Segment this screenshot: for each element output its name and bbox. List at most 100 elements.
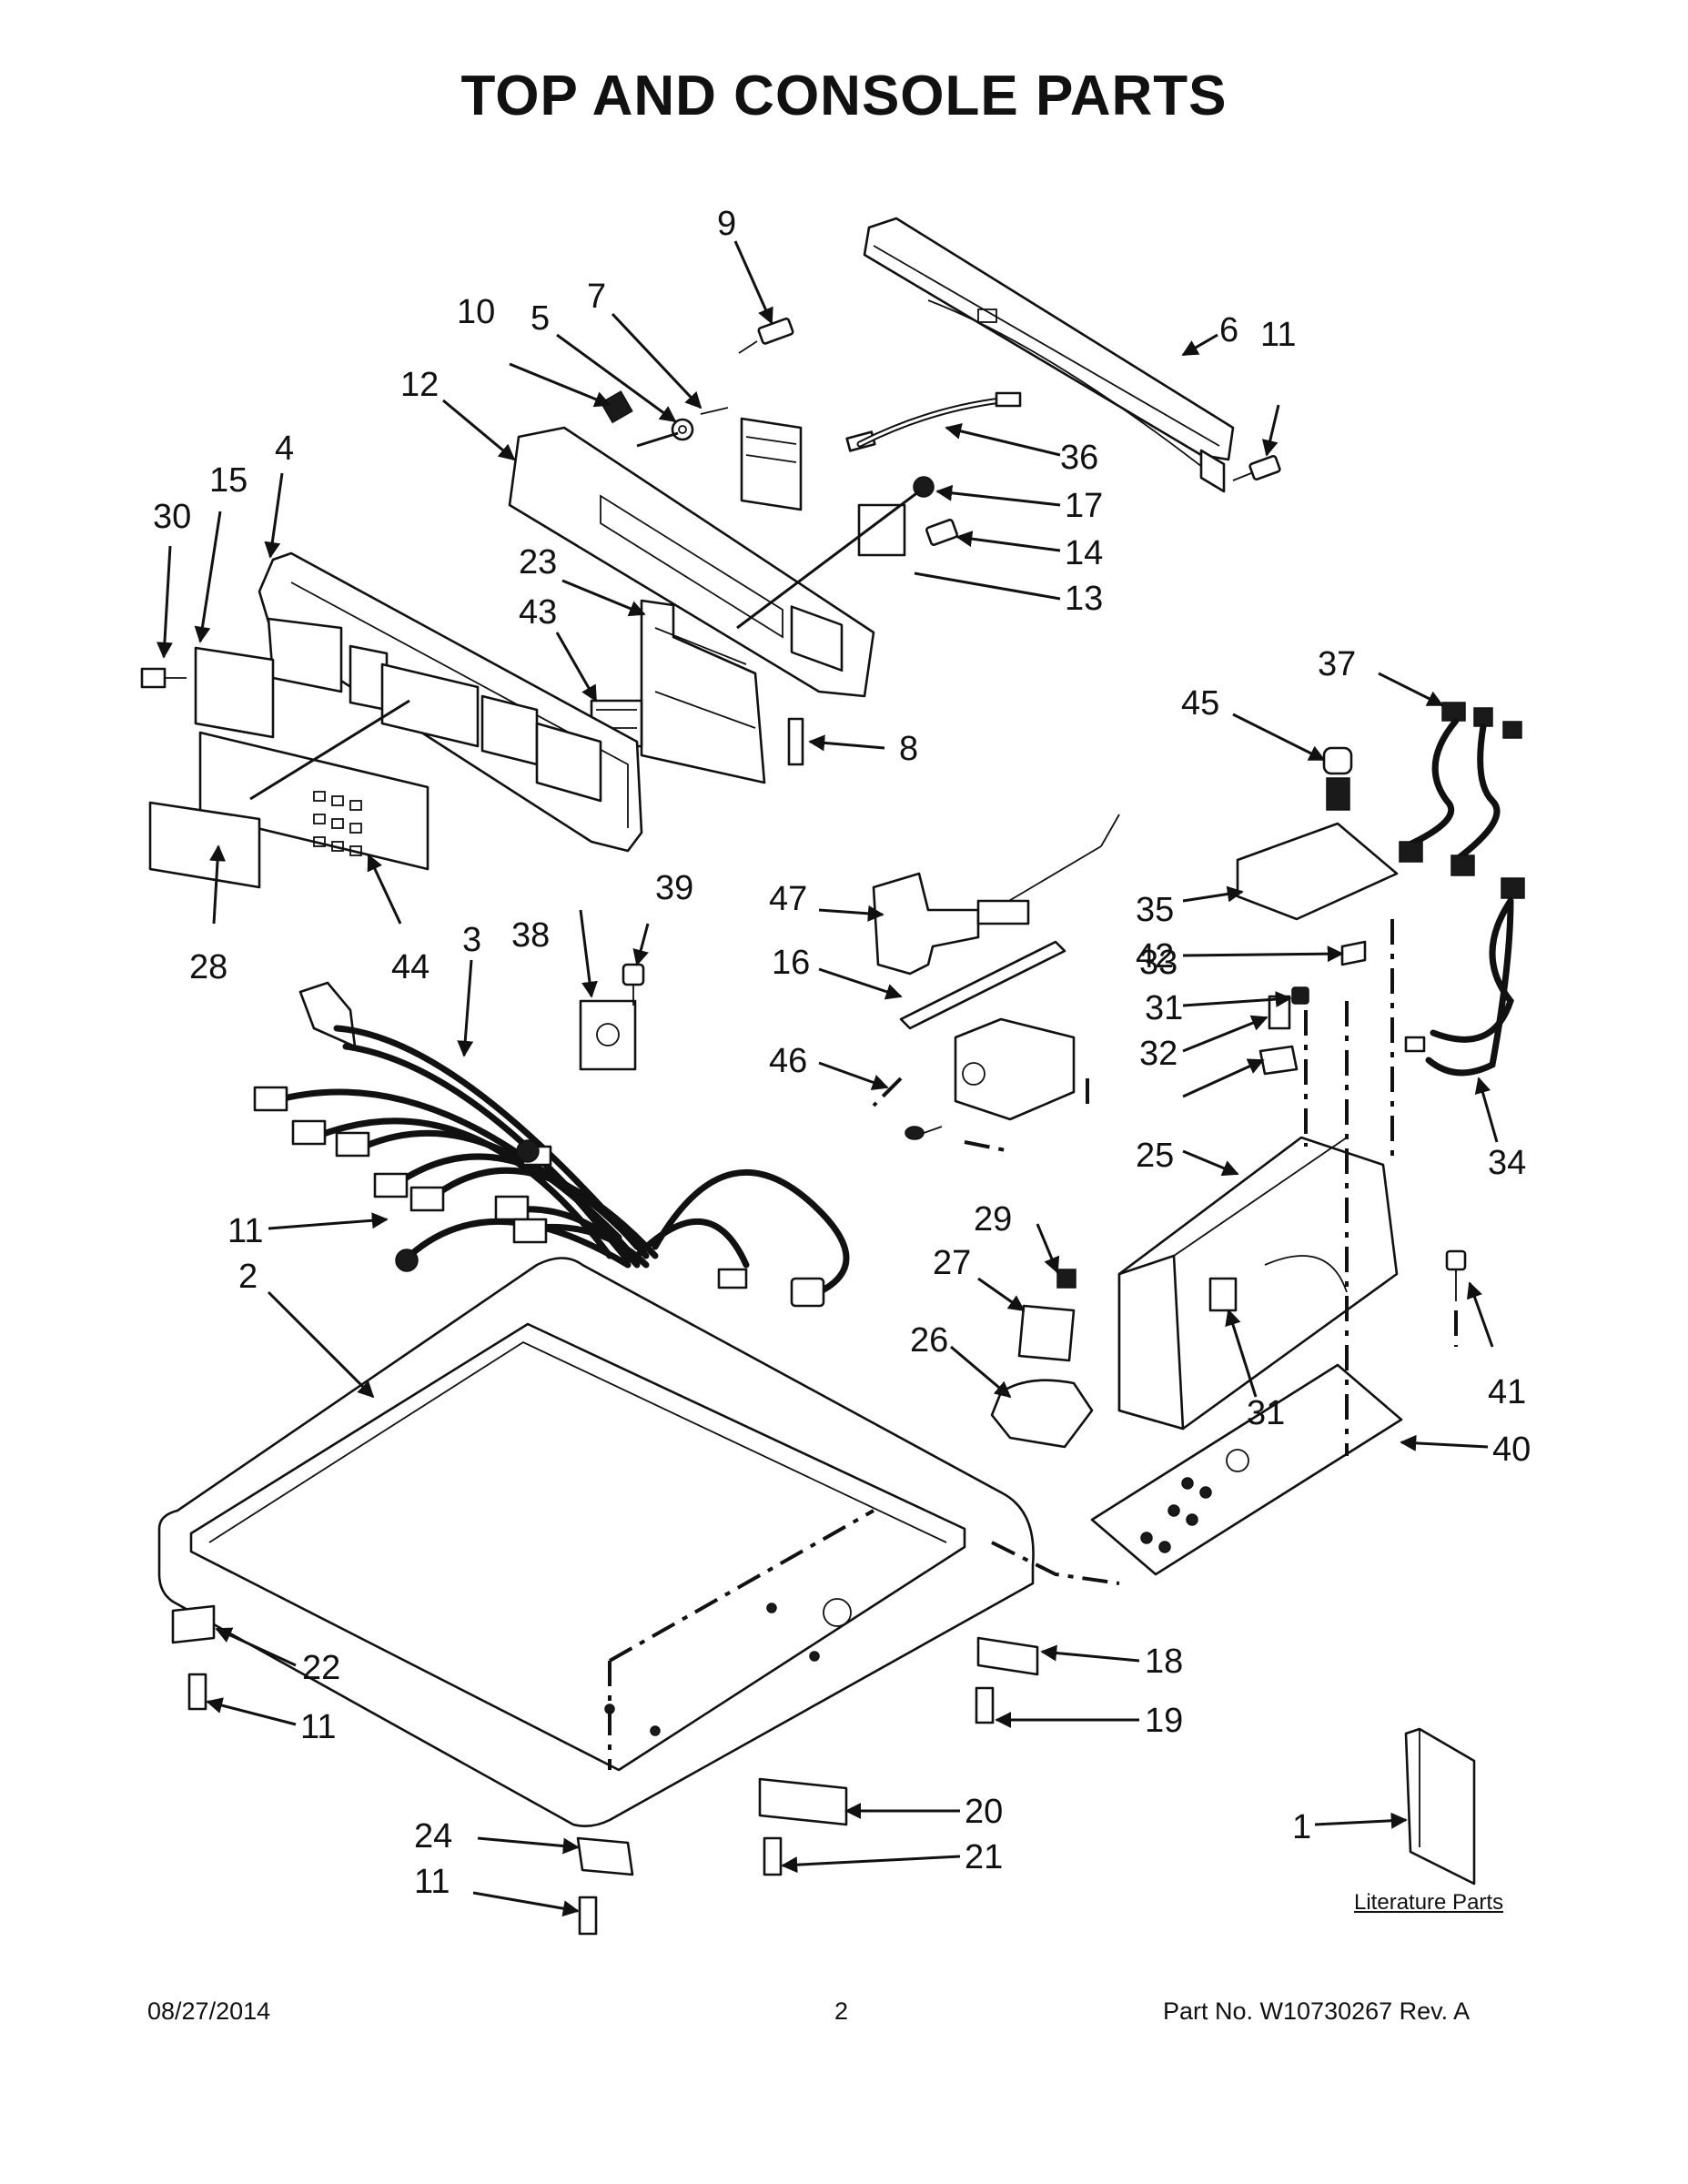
footer-part-number: Part No. W10730267 Rev. A bbox=[1163, 1997, 1471, 2025]
knob-10 bbox=[600, 390, 633, 424]
dispenser-47 bbox=[872, 814, 1120, 976]
console-badge bbox=[194, 646, 275, 739]
callout-5: 5 bbox=[531, 299, 550, 338]
callout-8: 8 bbox=[899, 730, 918, 768]
callout-22: 22 bbox=[302, 1649, 340, 1687]
callout-11c: 11 bbox=[300, 1708, 336, 1746]
callout-1: 1 bbox=[1292, 1808, 1311, 1846]
callout-42: 42 bbox=[1136, 937, 1174, 976]
key-45 bbox=[1322, 746, 1353, 811]
plate-40 bbox=[1090, 1363, 1403, 1576]
literature-parts-label: Literature Parts bbox=[1354, 1890, 1504, 1915]
callout-46: 46 bbox=[769, 1042, 807, 1080]
console-panel bbox=[258, 551, 643, 853]
callout-40: 40 bbox=[1492, 1431, 1531, 1469]
washer-5 bbox=[671, 418, 694, 441]
callout-28: 28 bbox=[189, 948, 227, 986]
callout-11d: 11 bbox=[414, 1863, 450, 1901]
assembly-lines bbox=[249, 431, 1458, 1770]
callout-41: 41 bbox=[1488, 1373, 1526, 1411]
screw-39 bbox=[622, 963, 645, 1006]
switch-31 bbox=[1268, 995, 1291, 1030]
callout-19: 19 bbox=[1145, 1702, 1183, 1740]
literature-book bbox=[1404, 1727, 1476, 1886]
leader-lines bbox=[156, 240, 1499, 1917]
callout-31a: 31 bbox=[1145, 989, 1183, 1027]
callout-43: 43 bbox=[519, 593, 557, 632]
trim-strip-16 bbox=[899, 940, 1066, 1030]
harness-37 bbox=[1399, 702, 1522, 876]
cover-35 bbox=[1236, 822, 1399, 921]
screw-9 bbox=[738, 317, 794, 354]
callout-4: 4 bbox=[275, 430, 294, 468]
harness-34 bbox=[1404, 877, 1525, 1077]
callout-27: 27 bbox=[933, 1244, 971, 1282]
callout-20: 20 bbox=[965, 1793, 1003, 1831]
spring-7 bbox=[700, 407, 729, 415]
callout-11a: 11 bbox=[1260, 316, 1296, 354]
top-panel bbox=[157, 1257, 1035, 1827]
callout-25: 25 bbox=[1136, 1137, 1174, 1175]
callout-11b: 11 bbox=[227, 1212, 263, 1250]
nut-29 bbox=[1056, 1269, 1076, 1289]
bracket-8 bbox=[787, 717, 804, 766]
callout-47: 47 bbox=[769, 880, 807, 918]
callout-26: 26 bbox=[910, 1321, 948, 1360]
screw-21 bbox=[763, 1836, 783, 1876]
hinge-24 bbox=[576, 1836, 634, 1876]
screw-41 bbox=[1445, 1249, 1467, 1301]
screw-14 bbox=[925, 519, 958, 546]
callout-18: 18 bbox=[1145, 1643, 1183, 1681]
callout-numbers: 1 2 3 4 5 6 7 8 9 10 11 11 11 11 11 12 1… bbox=[153, 205, 1531, 1901]
callout-21: 21 bbox=[965, 1838, 1003, 1876]
callout-33: 33 bbox=[1139, 944, 1178, 982]
callout-2: 2 bbox=[238, 1258, 258, 1296]
hinge-22 bbox=[171, 1604, 216, 1644]
callout-35: 35 bbox=[1136, 891, 1174, 929]
screw-33 bbox=[1291, 986, 1309, 1005]
screw-11-bottom bbox=[578, 1896, 598, 1936]
callout-38: 38 bbox=[511, 916, 550, 955]
callout-10: 10 bbox=[457, 293, 495, 331]
callout-32: 32 bbox=[1139, 1035, 1178, 1073]
callout-30: 30 bbox=[153, 498, 191, 536]
footer-date: 08/27/2014 bbox=[147, 1997, 271, 2025]
callout-23: 23 bbox=[519, 543, 557, 581]
console-housing-25 bbox=[1117, 1136, 1399, 1431]
cup-26 bbox=[990, 1379, 1094, 1449]
page-title: TOP AND CONSOLE PARTS bbox=[460, 65, 1228, 127]
clip-42 bbox=[1340, 940, 1367, 966]
callout-24: 24 bbox=[414, 1817, 452, 1855]
callout-3: 3 bbox=[462, 921, 481, 959]
screw-19 bbox=[975, 1686, 995, 1724]
callout-6: 6 bbox=[1219, 311, 1238, 349]
callout-7: 7 bbox=[587, 278, 606, 316]
gasket-27 bbox=[1017, 1304, 1076, 1362]
solenoid-46 bbox=[905, 1017, 1076, 1140]
callout-31b: 31 bbox=[1247, 1394, 1285, 1432]
callout-39: 39 bbox=[655, 869, 693, 907]
screw-11-top bbox=[1232, 454, 1281, 481]
keypad-overlay bbox=[198, 731, 430, 871]
plate-32 bbox=[1258, 1045, 1299, 1076]
callout-36: 36 bbox=[1060, 439, 1098, 477]
screw-30 bbox=[140, 667, 187, 689]
footer-page-number: 2 bbox=[834, 1997, 849, 2025]
callout-12: 12 bbox=[400, 366, 439, 404]
hinge-18 bbox=[976, 1636, 1039, 1676]
hinge-20 bbox=[758, 1777, 848, 1826]
console-frame bbox=[508, 417, 906, 698]
callout-34: 34 bbox=[1488, 1144, 1526, 1182]
callout-14: 14 bbox=[1065, 534, 1103, 572]
callout-29: 29 bbox=[974, 1200, 1012, 1239]
callout-37: 37 bbox=[1318, 645, 1356, 683]
console-rear-bracket bbox=[863, 217, 1235, 493]
callout-44: 44 bbox=[391, 948, 430, 986]
callout-9: 9 bbox=[717, 205, 736, 243]
callout-15: 15 bbox=[209, 461, 248, 500]
callout-16: 16 bbox=[772, 944, 810, 982]
callout-45: 45 bbox=[1181, 684, 1219, 723]
ui-harness bbox=[845, 391, 1022, 452]
main-harness bbox=[253, 981, 850, 1308]
